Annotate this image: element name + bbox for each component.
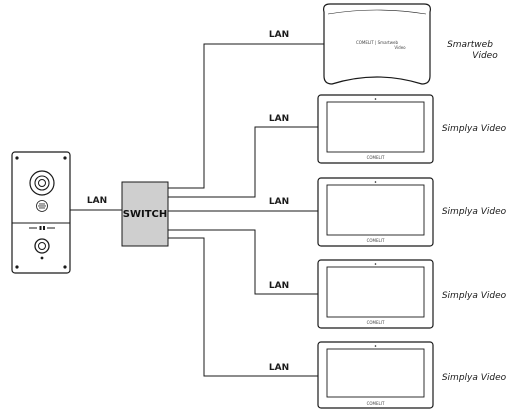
monitor-brand: COMELIT [367,401,385,406]
call-button [34,238,50,254]
lan-label: LAN [269,281,289,291]
monitor-3: COMELIT [317,259,434,329]
monitor-brand: COMELIT [367,320,385,325]
screw-icon [63,156,67,160]
microphone-icon [40,256,44,260]
smartweb-box-sub: Video [394,45,406,50]
camera-icon [29,170,55,196]
device-label-smartweb-sub: Video [472,51,498,61]
screw-icon [63,265,67,269]
device-label-smartweb: Smartweb [447,40,493,50]
speaker-grille-icon [36,200,48,212]
door-entry-panel [11,151,71,274]
monitor-brand: COMELIT [367,238,385,243]
screw-icon [15,156,19,160]
monitor-brand: COMELIT [367,155,385,160]
monitor-2: COMELIT [317,177,434,247]
device-label-monitor: Simplya Video [442,291,507,301]
lan-label: LAN [269,30,289,40]
switch-box [121,181,169,247]
device-label-monitor: Simplya Video [442,207,507,217]
lan-label: LAN [269,114,289,124]
status-led-icons [29,226,55,230]
lan-label: LAN [269,363,289,373]
lan-label: LAN [87,196,107,206]
lan-cables [70,43,330,377]
device-label-monitor: Simplya Video [442,124,507,134]
switch-label: SWITCH [123,209,167,220]
monitor-1: COMELIT [317,94,434,164]
smartweb-device: COMELIT | Smartweb Video [323,3,431,85]
smartweb-box-brand: COMELIT | Smartweb [356,40,398,45]
monitor-4: COMELIT [317,341,434,409]
device-label-monitor: Simplya Video [442,373,507,383]
lan-label: LAN [269,197,289,207]
screw-icon [15,265,19,269]
